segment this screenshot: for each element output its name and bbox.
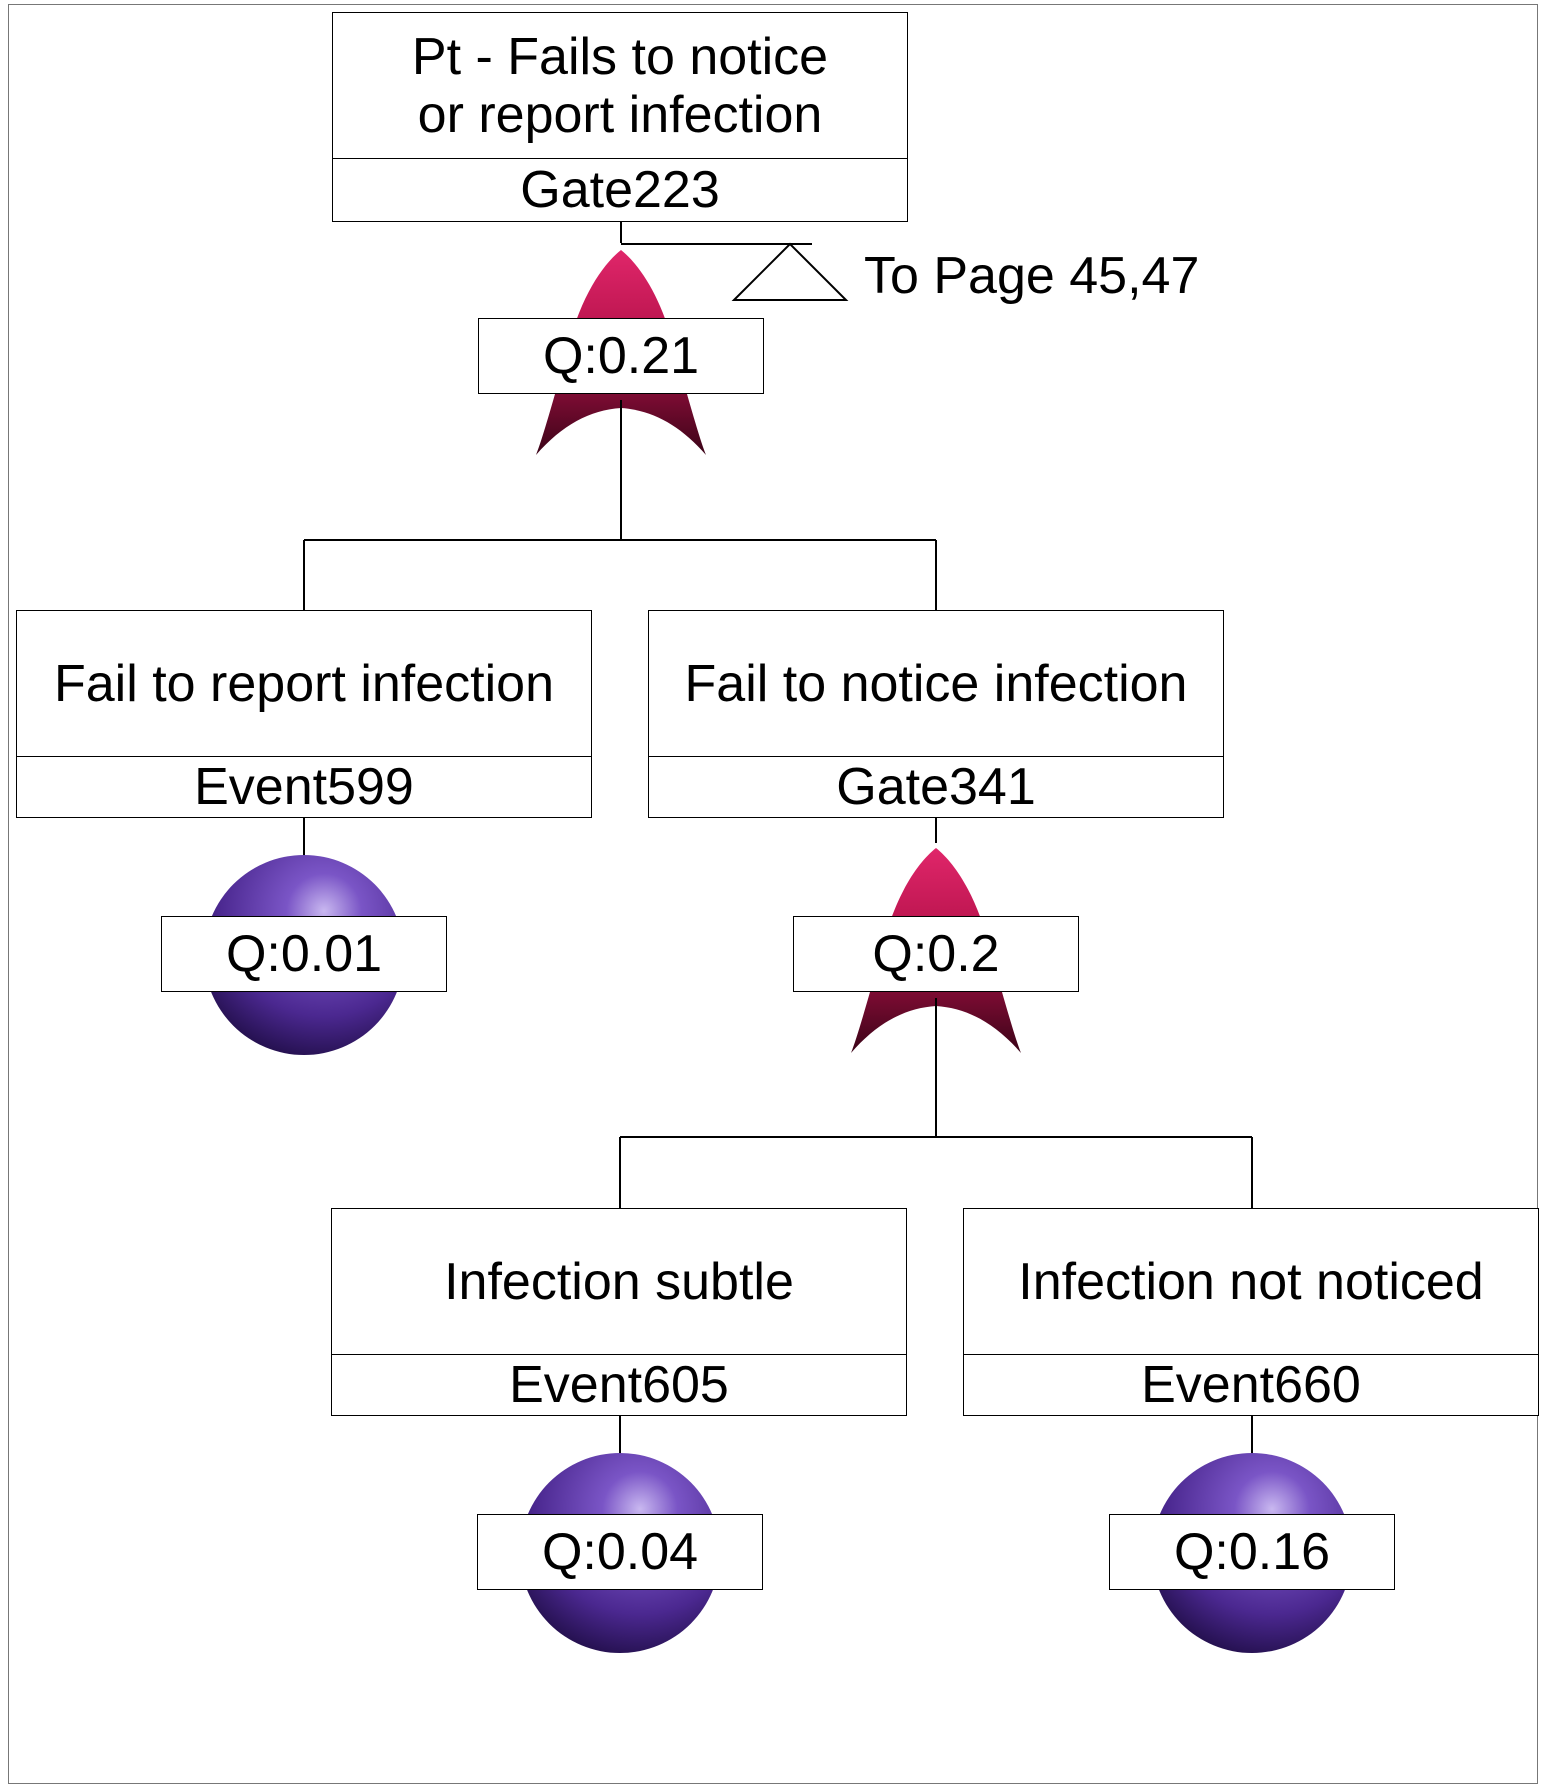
- node-id: Event599: [194, 758, 414, 816]
- node-title: Fail to report infection: [17, 611, 591, 757]
- probability-label: Q:0.04: [477, 1514, 763, 1590]
- probability-label: Q:0.2: [793, 916, 1079, 992]
- node-id: Event660: [1141, 1356, 1361, 1414]
- event-node-605[interactable]: Infection subtle Event605: [331, 1208, 907, 1416]
- connector-lines: [303, 222, 1253, 1456]
- node-title: Pt - Fails to notice or report infection: [333, 13, 907, 159]
- node-title: Infection not noticed: [964, 1209, 1538, 1355]
- node-title: Infection subtle: [332, 1209, 906, 1355]
- node-id: Gate223: [520, 161, 720, 219]
- probability-label: Q:0.01: [161, 916, 447, 992]
- probability-label: Q:0.21: [478, 318, 764, 394]
- transfer-triangle-icon: [731, 242, 849, 301]
- node-id: Gate341: [836, 758, 1036, 816]
- node-id: Event605: [509, 1356, 729, 1414]
- gate-node-341[interactable]: Fail to notice infection Gate341: [648, 610, 1224, 818]
- node-title: Fail to notice infection: [649, 611, 1223, 757]
- transfer-label: To Page 45,47: [864, 247, 1200, 305]
- event-node-599[interactable]: Fail to report infection Event599: [16, 610, 592, 818]
- gate-node-top[interactable]: Pt - Fails to notice or report infection…: [332, 12, 908, 222]
- event-node-660[interactable]: Infection not noticed Event660: [963, 1208, 1539, 1416]
- probability-label: Q:0.16: [1109, 1514, 1395, 1590]
